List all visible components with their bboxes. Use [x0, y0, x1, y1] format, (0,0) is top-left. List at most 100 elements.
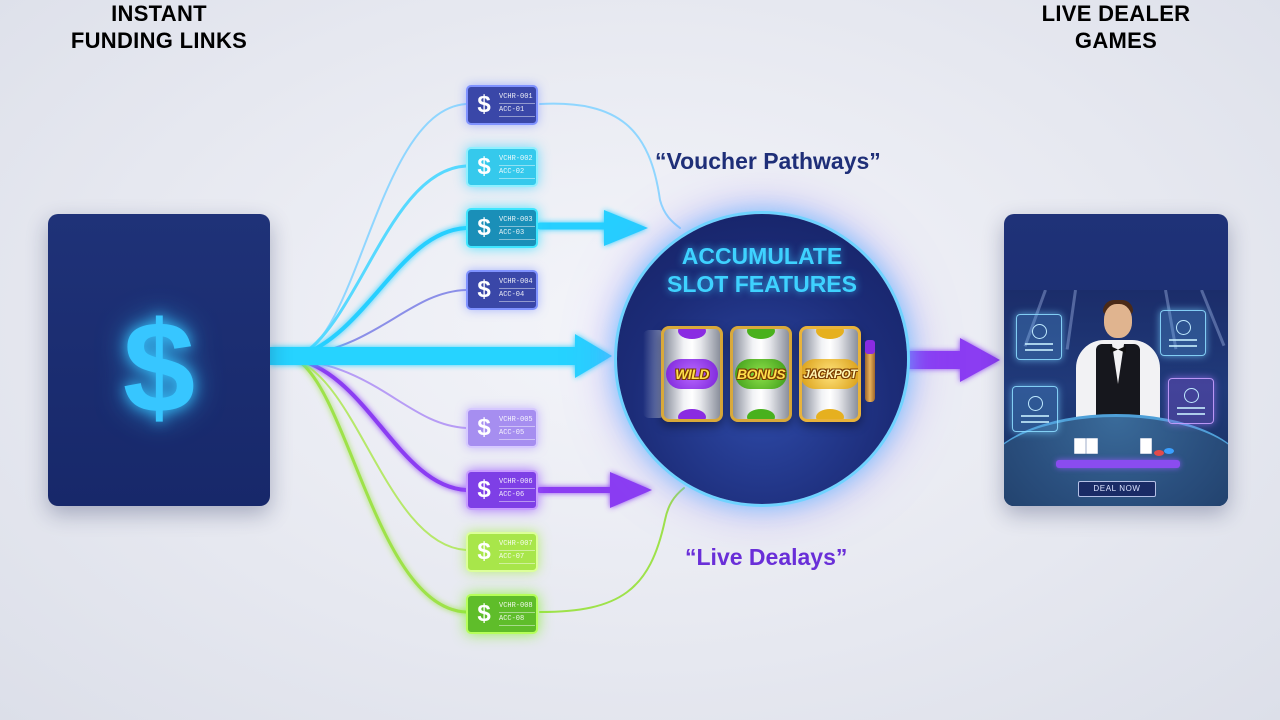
- cyan-arrow: [536, 210, 648, 246]
- hologram-line: [1025, 349, 1053, 351]
- hologram-line: [1021, 415, 1049, 417]
- player-card-hologram: [1168, 378, 1214, 424]
- hologram-line: [1025, 343, 1053, 345]
- main-arrow: [270, 334, 612, 378]
- reel-symbol-top: [678, 329, 706, 339]
- voucher-code: VCHR-001: [499, 93, 535, 104]
- voucher-code: VCHR-006: [499, 478, 535, 489]
- slot-reel-wild: WILD: [661, 326, 723, 422]
- connector-voucher-4: [299, 289, 467, 357]
- voucher-code: VCHR-005: [499, 416, 535, 427]
- instant-funding-title: INSTANT FUNDING LINKS: [48, 0, 270, 54]
- reel-label: BONUS: [736, 366, 786, 382]
- hologram-line: [1021, 421, 1049, 423]
- reel-motion-blur: [643, 330, 665, 418]
- connector-voucher-2: [298, 164, 468, 358]
- dollar-icon: $: [477, 476, 491, 503]
- title-line: LIVE DEALER: [1041, 1, 1191, 26]
- bow-tie-icon: [1110, 346, 1126, 353]
- reel-label: JACKPOT: [803, 367, 857, 381]
- voucher-account: ACC-01: [499, 106, 535, 117]
- connector-voucher-1-to-circle: [539, 102, 681, 229]
- player-avatar-icon: [1032, 324, 1047, 339]
- reel-symbol-bottom: [678, 409, 706, 419]
- reel-symbol-bottom: [747, 409, 775, 419]
- voucher-account: ACC-04: [499, 291, 535, 302]
- player-card-hologram: [1160, 310, 1206, 356]
- slot-features-title: ACCUMULATE SLOT FEATURES: [617, 242, 907, 298]
- voucher-code: VCHR-003: [499, 216, 535, 227]
- playing-card-icon: [1140, 438, 1152, 454]
- voucher-code: VCHR-002: [499, 155, 535, 166]
- table-betting-strip: [1056, 460, 1180, 468]
- playing-card-icon: [1086, 438, 1098, 454]
- reel-symbol-bottom: [816, 409, 844, 419]
- output-arrow: [906, 338, 1000, 382]
- player-card-hologram: [1016, 314, 1062, 360]
- voucher-code: VCHR-007: [499, 540, 535, 551]
- dollar-icon: $: [477, 214, 491, 241]
- dollar-icon: $: [477, 276, 491, 303]
- player-avatar-icon: [1028, 396, 1043, 411]
- voucher-account: ACC-02: [499, 168, 535, 179]
- live-dealays-callout: “Live Dealays”: [685, 544, 848, 570]
- title-line: SLOT FEATURES: [667, 271, 857, 297]
- dollar-icon: $: [477, 600, 491, 627]
- dollar-icon: $: [122, 294, 196, 440]
- instant-funding-panel: [48, 214, 270, 506]
- hologram-line: [1177, 407, 1205, 409]
- connector-voucher-5: [299, 359, 467, 429]
- deal-now-button[interactable]: DEAL NOW: [1078, 481, 1156, 497]
- voucher-account: ACC-07: [499, 553, 535, 564]
- stage-light: [1065, 290, 1077, 350]
- voucher-code: VCHR-004: [499, 278, 535, 289]
- reel-symbol-top: [747, 329, 775, 339]
- voucher-account: ACC-05: [499, 429, 535, 440]
- player-avatar-icon: [1184, 388, 1199, 403]
- dollar-icon: $: [477, 414, 491, 441]
- slot-reel-jackpot: JACKPOT: [799, 326, 861, 422]
- connector-voucher-1: [299, 103, 467, 357]
- slot-lever: [865, 344, 875, 402]
- connector-voucher-3: [298, 226, 468, 358]
- voucher-account: ACC-06: [499, 491, 535, 502]
- live-dealer-scene: [1004, 290, 1228, 506]
- voucher-account: ACC-03: [499, 229, 535, 240]
- title-line: FUNDING LINKS: [70, 28, 248, 53]
- reel-symbol-top: [816, 329, 844, 339]
- dollar-icon: $: [477, 91, 491, 118]
- dollar-icon: $: [477, 538, 491, 565]
- hologram-line: [1169, 345, 1197, 347]
- chip-icon: [1164, 448, 1174, 454]
- dollar-icon: $: [477, 153, 491, 180]
- slot-features-circle[interactable]: ACCUMULATE SLOT FEATURES WILD BONUS JACK…: [617, 214, 907, 504]
- slot-reel-bonus: BONUS: [730, 326, 792, 422]
- title-line: ACCUMULATE: [681, 243, 843, 269]
- connector-voucher-8-to-circle: [539, 487, 685, 613]
- title-line: GAMES: [1074, 28, 1158, 53]
- hologram-line: [1177, 413, 1205, 415]
- title-line: INSTANT: [111, 1, 207, 26]
- player-card-hologram: [1012, 386, 1058, 432]
- connector-voucher-8: [298, 360, 468, 614]
- live-dealer-title: LIVE DEALER GAMES: [1004, 0, 1228, 54]
- voucher-account: ACC-08: [499, 615, 535, 626]
- voucher-pathways-callout: “Voucher Pathways”: [655, 148, 881, 174]
- dealer-head: [1104, 304, 1132, 338]
- slot-lever-knob: [865, 340, 875, 354]
- chip-icon: [1154, 450, 1164, 456]
- hologram-line: [1169, 339, 1197, 341]
- connector-voucher-6: [298, 358, 468, 492]
- voucher-code: VCHR-008: [499, 602, 535, 613]
- purple-arrow: [537, 472, 652, 508]
- connector-voucher-7: [299, 361, 467, 551]
